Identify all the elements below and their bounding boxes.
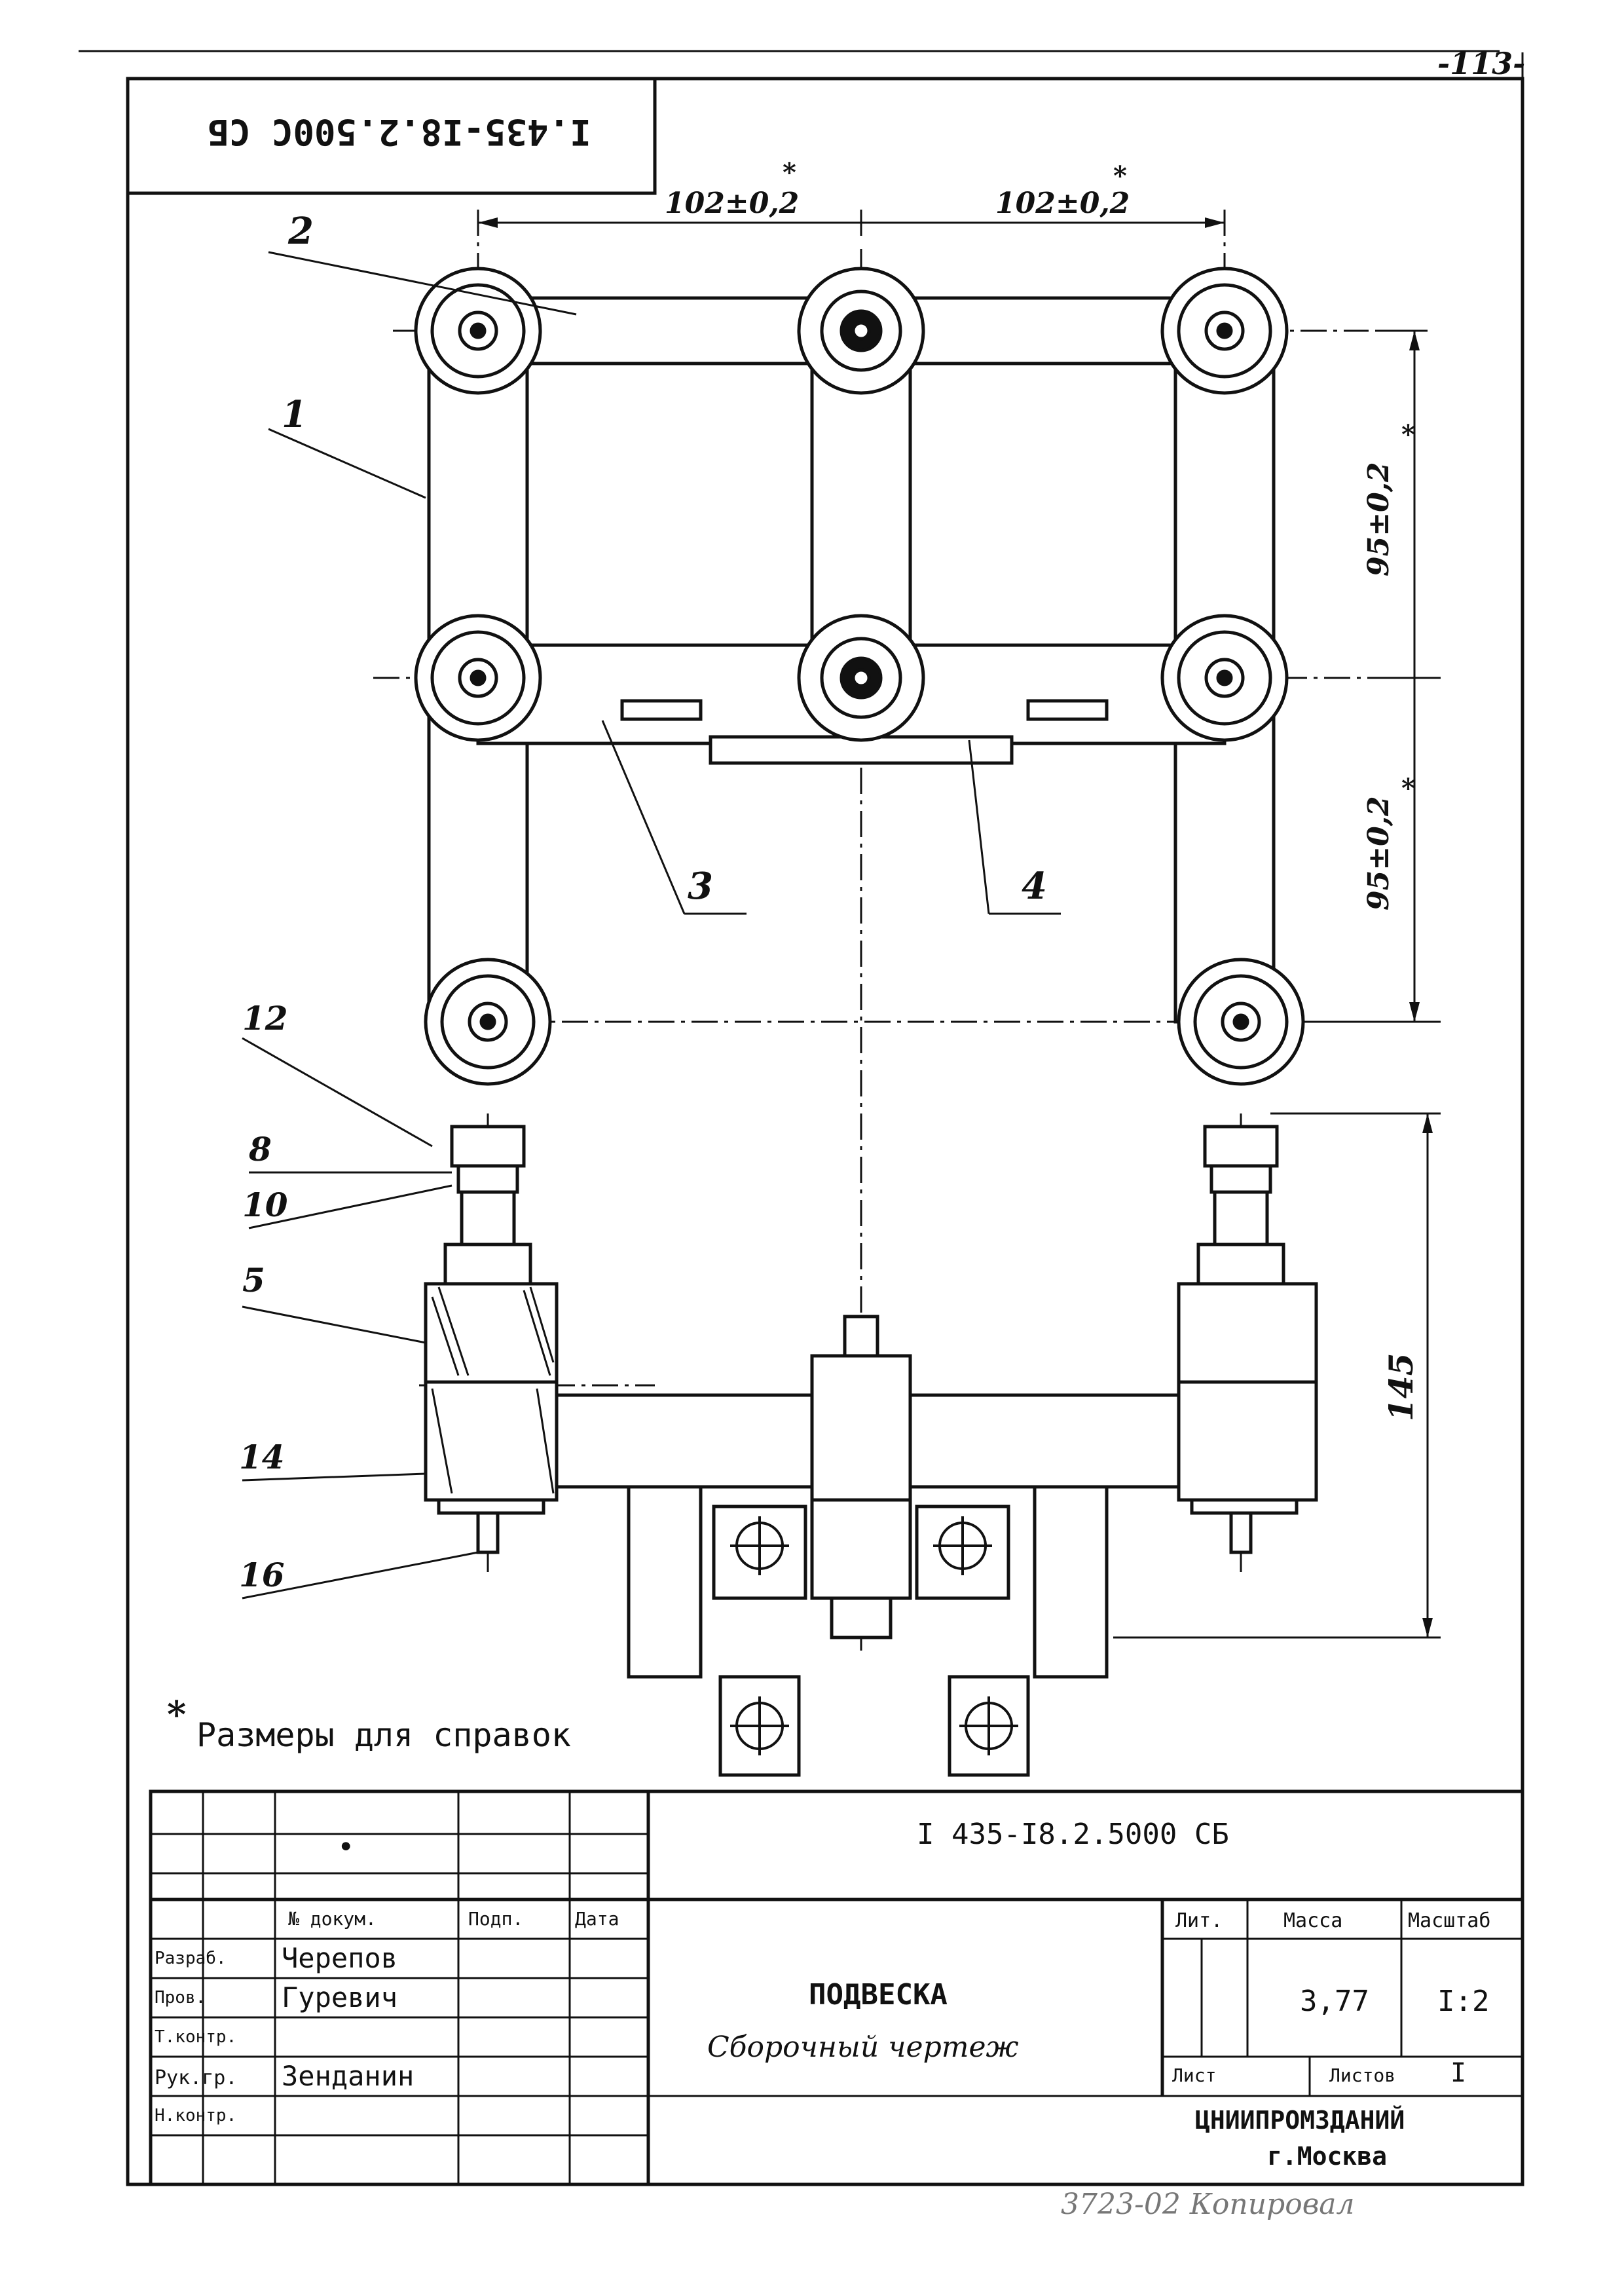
roller-hub <box>797 614 925 742</box>
header-date: Дата <box>575 1908 619 1930</box>
part-number-16: 16 <box>239 1556 285 1594</box>
row-role-4: Рук.гр. <box>155 2067 238 2089</box>
city: г.Москва <box>1267 2142 1388 2171</box>
part-number-3: 3 <box>688 865 713 908</box>
roller <box>1160 267 1289 395</box>
header-scale: Масштаб <box>1408 1909 1491 1932</box>
dim-star-4: * <box>1401 773 1415 804</box>
header-doc-no: № докум. <box>288 1908 377 1930</box>
title-block-doc-code: I 435-I8.2.5000 CБ <box>917 1818 1229 1851</box>
title-block <box>149 1789 1524 2186</box>
part-number-12: 12 <box>242 999 288 1038</box>
part-number-14: 14 <box>239 1438 285 1476</box>
row-role-1: Разраб. <box>155 1949 227 1968</box>
header-mass: Масса <box>1283 1909 1343 1932</box>
dim-star-2: * <box>1113 160 1127 191</box>
dim-horizontal-right: 102±0,2 <box>995 187 1130 220</box>
roller <box>414 267 542 395</box>
row-role-3: Т.контр. <box>155 2027 237 2047</box>
page-number: -113- <box>1437 46 1526 81</box>
dim-vertical-lower: 95±0,2 <box>1362 796 1395 910</box>
dim-star-1: * <box>783 157 796 188</box>
dim-vertical-upper: 95±0,2 <box>1362 462 1395 576</box>
header-sign: Подп. <box>468 1908 524 1930</box>
organization: ЦНИИПРОМЗДАНИЙ <box>1195 2106 1405 2135</box>
row-name-1: Черепов <box>282 1942 398 1974</box>
dim-star-3: * <box>1401 419 1415 450</box>
row-role-2: Пров. <box>155 1988 206 2008</box>
part-number-10: 10 <box>242 1186 288 1224</box>
roller <box>414 614 542 742</box>
roller <box>424 958 552 1086</box>
header-lit: Лит. <box>1175 1909 1223 1932</box>
dim-horizontal-left: 102±0,2 <box>665 187 800 220</box>
sheet-label: Лист <box>1172 2065 1217 2086</box>
part-number-4: 4 <box>1022 865 1047 908</box>
drawing-subtitle: Сборочный чертеж <box>707 2030 1019 2064</box>
drawing-code-rotated: I.435-I8.2.500C CБ <box>208 111 591 153</box>
row-role-5: Н.контр. <box>155 2106 237 2125</box>
note-star: * <box>167 1693 187 1736</box>
note-text: Размеры для справок <box>196 1716 571 1754</box>
part-number-1: 1 <box>282 393 307 436</box>
row-name-4: Зенданин <box>282 2060 415 2092</box>
part-number-5: 5 <box>242 1261 265 1300</box>
code-box <box>126 77 657 195</box>
part-number-8: 8 <box>249 1130 272 1169</box>
roller <box>1177 958 1305 1086</box>
sheets-value: I <box>1450 2058 1467 2088</box>
row-name-2: Гуревич <box>282 1981 398 2013</box>
mass-value: 3,77 <box>1300 1985 1369 2018</box>
roller <box>1160 614 1289 742</box>
part-number-2: 2 <box>288 210 314 253</box>
title-block-marker: • <box>337 1831 355 1864</box>
bottom-stamp: 3723-02 Копировал <box>1061 2188 1355 2221</box>
roller-hub <box>797 267 925 395</box>
dim-vertical-total: 145 <box>1382 1353 1420 1421</box>
sheets-label: Листов <box>1329 2065 1396 2086</box>
scale-value: I:2 <box>1437 1985 1490 2018</box>
drawing-title: ПОДВЕСКА <box>809 1978 948 2011</box>
